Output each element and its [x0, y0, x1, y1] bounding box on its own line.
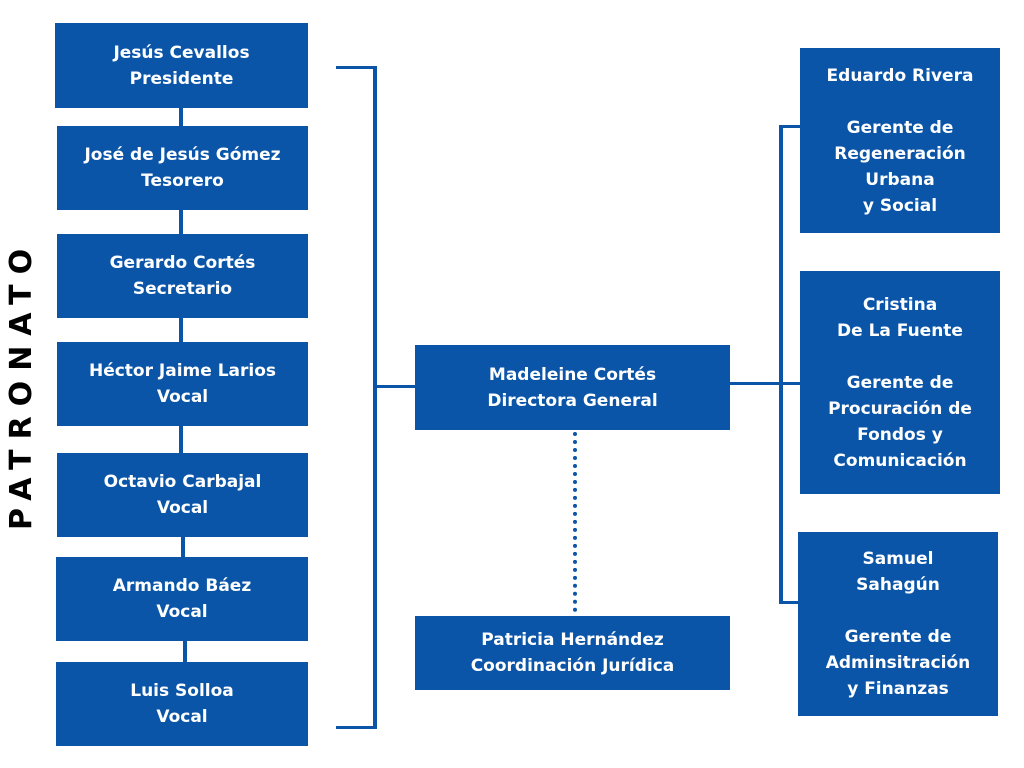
manager-role: Comunicación: [833, 450, 967, 471]
manager-role: y Finanzas: [847, 679, 949, 699]
director-name: Madeleine Cortés: [488, 364, 657, 385]
board-member-role: Vocal: [156, 602, 208, 622]
board-member-box: Jesús Cevallos Presidente: [55, 23, 308, 108]
manager-role: Gerente de: [846, 117, 954, 138]
board-member-box: José de Jesús Gómez Tesorero: [57, 126, 308, 210]
managers-bracket-spine: [779, 125, 783, 604]
board-member-role: Vocal: [156, 498, 209, 518]
board-member-role: Vocal: [156, 387, 209, 407]
director-to-managers-connector: [730, 382, 782, 385]
manager-name: De La Fuente: [837, 320, 963, 341]
board-member-role: Presidente: [129, 68, 234, 89]
board-bracket-top: [336, 66, 376, 69]
manager-role: Gerente de: [844, 627, 952, 647]
director-box: Madeleine Cortés Directora General: [415, 345, 730, 430]
dotted-connector: [573, 432, 577, 612]
manager-role: Urbana: [865, 169, 935, 190]
board-member-box: Héctor Jaime Larios Vocal: [57, 342, 308, 426]
board-member-box: Gerardo Cortés Secretario: [57, 234, 308, 318]
board-member-name: Héctor Jaime Larios: [88, 361, 277, 381]
manager-name: Eduardo Rivera: [826, 65, 974, 86]
legal-role: Coordinación Jurídica: [470, 656, 675, 676]
managers-bracket-middle: [779, 382, 801, 385]
manager-name: Sahagún: [856, 575, 940, 595]
board-member-box: Octavio Carbajal Vocal: [57, 453, 308, 537]
board-bracket-bottom: [336, 726, 376, 729]
manager-box: Samuel Sahagún Gerente de Adminsitración…: [798, 532, 998, 716]
board-connector: [179, 108, 183, 126]
board-member-name: José de Jesús Gómez: [84, 145, 281, 165]
board-connector: [183, 641, 187, 662]
manager-role: Adminsitración: [825, 653, 971, 673]
legal-name: Patricia Hernández: [481, 630, 664, 650]
board-member-name: Octavio Carbajal: [103, 472, 262, 492]
board-member-role: Tesorero: [141, 171, 224, 191]
director-role: Directora General: [487, 390, 658, 411]
board-member-role: Vocal: [156, 707, 208, 727]
manager-name: Cristina: [862, 294, 938, 315]
bracket-to-director-connector: [373, 385, 416, 388]
board-member-name: Gerardo Cortés: [109, 253, 256, 273]
board-connector: [179, 318, 183, 342]
board-connector: [179, 426, 183, 453]
board-bracket-spine: [373, 66, 377, 729]
board-member-role: Secretario: [132, 279, 233, 299]
managers-bracket-bottom: [779, 601, 799, 604]
board-member-box: Luis Solloa Vocal: [56, 662, 308, 746]
board-member-name: Jesús Cevallos: [113, 42, 250, 63]
board-member-name: Luis Solloa: [130, 681, 234, 701]
board-member-box: Armando Báez Vocal: [56, 557, 308, 641]
patronato-title: PATRONATO: [4, 238, 39, 530]
manager-role: y Social: [862, 195, 938, 216]
manager-role: Procuración de: [828, 398, 972, 419]
board-member-name: Armando Báez: [112, 576, 252, 596]
managers-bracket-top: [779, 125, 801, 128]
manager-name: Samuel: [862, 549, 934, 569]
legal-box: Patricia Hernández Coordinación Jurídica: [415, 616, 730, 690]
manager-box: Cristina De La Fuente Gerente de Procura…: [800, 271, 1000, 494]
manager-role: Regeneración: [834, 143, 966, 164]
board-connector: [179, 210, 183, 234]
manager-role: Fondos y: [857, 424, 943, 445]
board-connector: [181, 537, 185, 557]
manager-box: Eduardo Rivera Gerente de Regeneración U…: [800, 48, 1000, 233]
manager-role: Gerente de: [846, 372, 954, 393]
